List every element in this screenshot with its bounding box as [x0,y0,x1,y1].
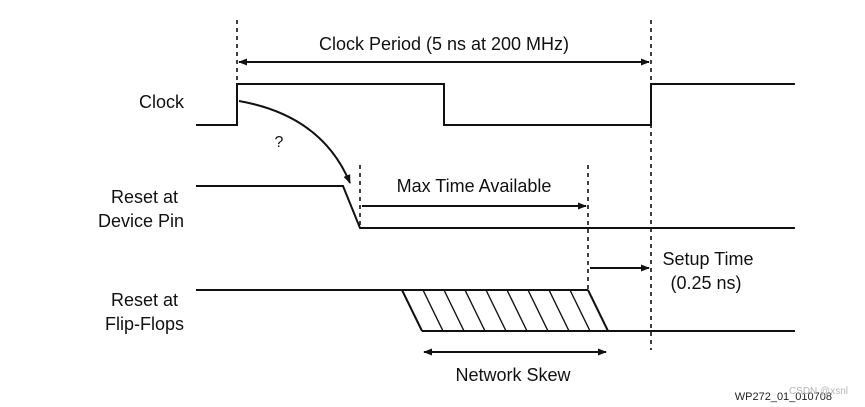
reset-ff-label-line1: Reset at [111,290,178,310]
reset-device-pin-waveform [196,185,795,229]
figure-id: WP272_01_010708 [735,391,832,403]
setup-time-label-line1: Setup Time [662,249,753,269]
clock-to-reset-curve-arrow [238,100,351,184]
clock-waveform [196,83,795,126]
question-mark: ? [275,134,284,151]
clock-period-label: Clock Period (5 ns at 200 MHz) [319,34,569,54]
network-skew-label: Network Skew [455,365,571,385]
reset-pin-label-line1: Reset at [111,187,178,207]
network-skew-hatching [422,289,591,332]
clock-label: Clock [139,92,185,112]
watermark: CSDN @xsnl [789,386,848,397]
reset-flipflops-falling-edge-early [401,289,423,332]
reset-ff-label-line2: Flip-Flops [105,314,184,334]
setup-time-label-line2: (0.25 ns) [670,273,741,293]
max-time-label: Max Time Available [397,176,552,196]
reset-pin-label-line2: Device Pin [98,211,184,231]
reset-flipflops-falling-edge-late [587,289,609,332]
